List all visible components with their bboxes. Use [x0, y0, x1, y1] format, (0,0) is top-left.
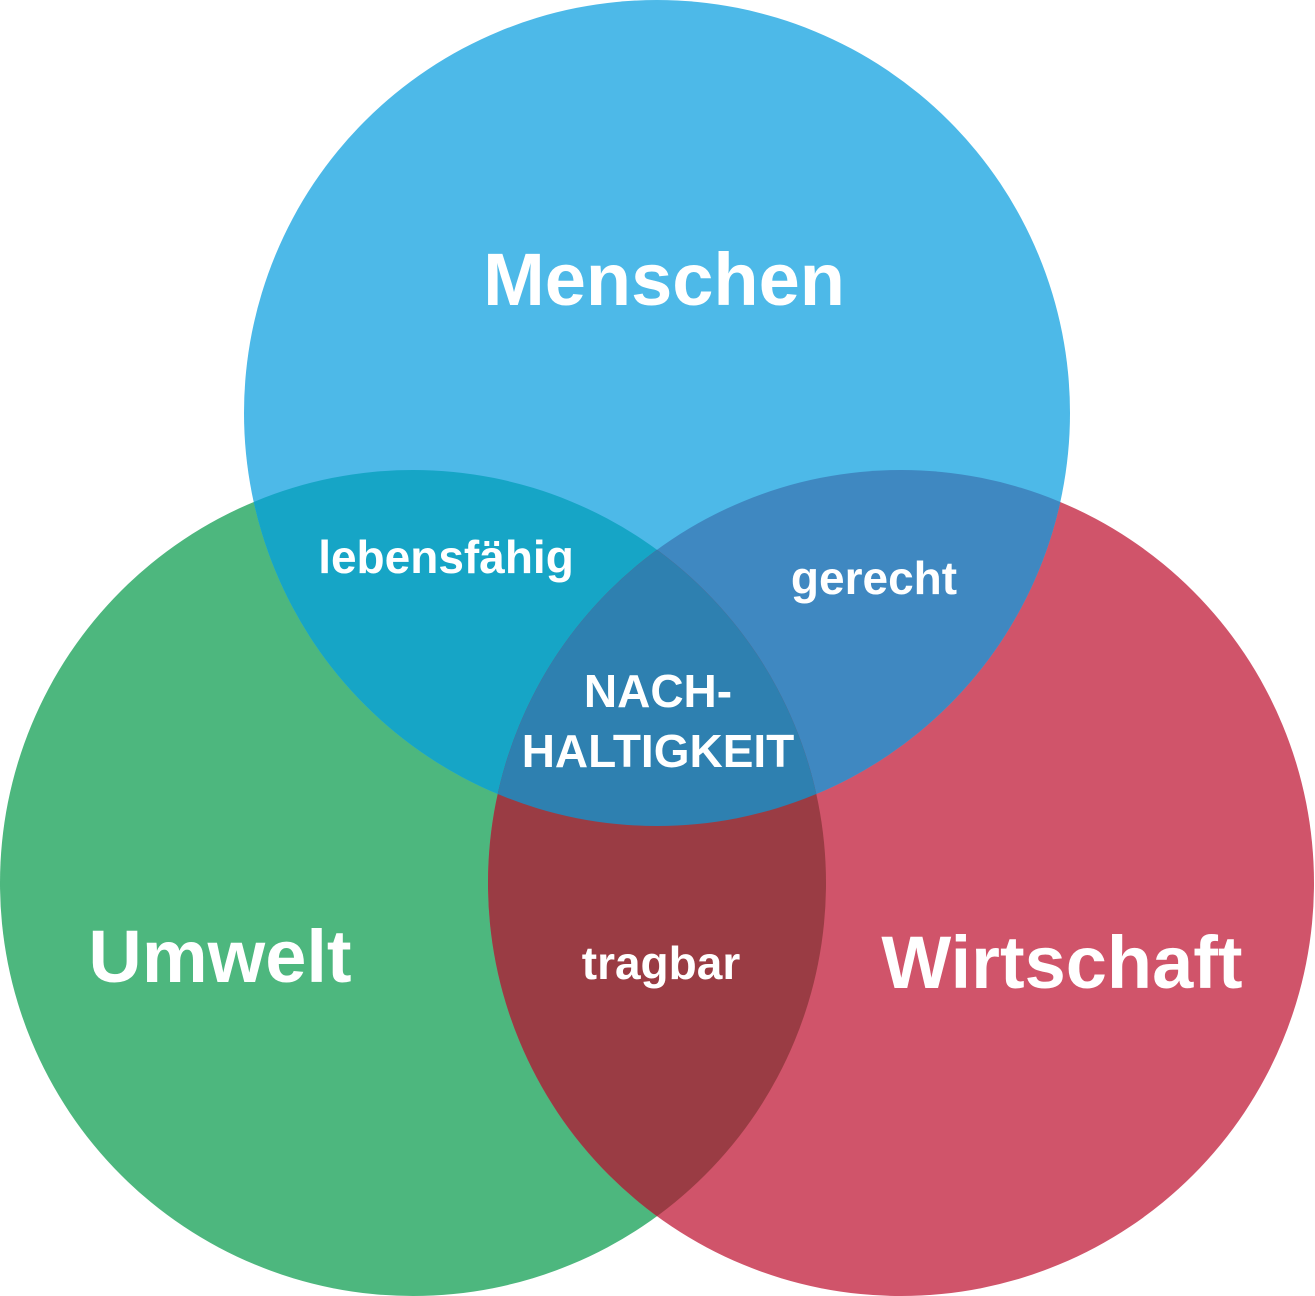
label-lebensfaehig: lebensfähig: [318, 531, 574, 583]
label-nachhaltigkeit-line1: NACH-: [584, 665, 732, 717]
label-menschen: Menschen: [483, 238, 845, 321]
label-umwelt: Umwelt: [88, 915, 351, 998]
label-gerecht: gerecht: [791, 552, 957, 604]
label-nachhaltigkeit-line2: HALTIGKEIT: [522, 725, 795, 777]
label-wirtschaft: Wirtschaft: [881, 921, 1242, 1004]
label-tragbar: tragbar: [582, 937, 741, 989]
